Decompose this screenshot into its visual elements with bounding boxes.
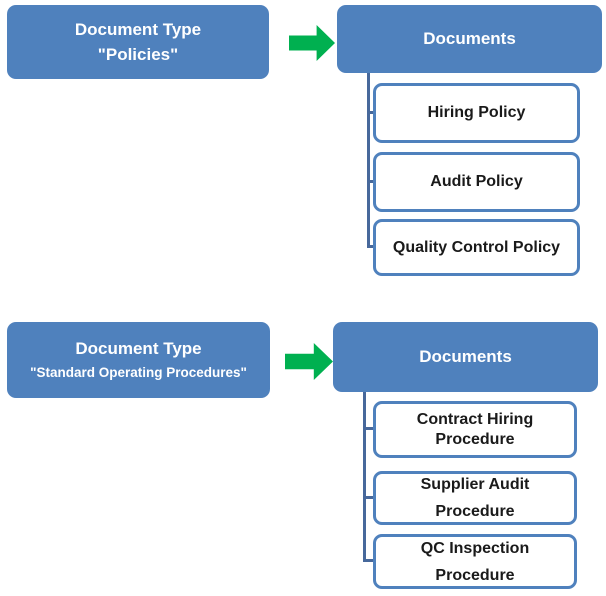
document-node-label: Audit Policy xyxy=(430,173,523,190)
document-node-label: Supplier Audit Procedure xyxy=(420,476,530,520)
document-node-audit-policy: Audit Policy xyxy=(373,152,580,212)
document-node-contract-hiring-procedure: Contract Hiring Procedure xyxy=(373,401,577,458)
connector-line xyxy=(367,73,370,248)
connector-stub xyxy=(367,245,376,248)
document-type-sop-box: Document Type "Standard Operating Proced… xyxy=(7,322,270,398)
connector-stub xyxy=(367,180,376,183)
documents-header-label: Documents xyxy=(423,29,516,48)
documents-header-label: Documents xyxy=(419,347,512,366)
document-node-label: Quality Control Policy xyxy=(392,238,561,256)
connector-stub xyxy=(363,427,374,430)
documents-header-box: Documents xyxy=(333,322,598,392)
document-type-title: Document Type xyxy=(74,19,202,39)
document-type-subtitle: "Policies" xyxy=(97,45,179,65)
connector-stub xyxy=(363,559,374,562)
document-node-qc-inspection-procedure: QC Inspection Procedure xyxy=(373,534,577,589)
document-node-hiring-policy: Hiring Policy xyxy=(373,83,580,143)
connector-stub xyxy=(367,111,376,114)
document-node-label: Hiring Policy xyxy=(427,104,526,121)
document-node-label: Contract Hiring Procedure xyxy=(416,410,534,448)
right-arrow-icon xyxy=(289,25,335,61)
right-arrow-icon xyxy=(285,343,333,380)
documents-header-box: Documents xyxy=(337,5,602,73)
document-type-title: Document Type xyxy=(75,339,202,359)
document-node-quality-control-policy: Quality Control Policy xyxy=(373,219,580,276)
connector-line xyxy=(363,392,366,562)
document-node-label: QC Inspection Procedure xyxy=(420,539,530,584)
document-node-supplier-audit-procedure: Supplier Audit Procedure xyxy=(373,471,577,525)
document-type-policies-box: Document Type "Policies" xyxy=(7,5,269,79)
document-type-subtitle: "Standard Operating Procedures" xyxy=(30,365,247,381)
connector-stub xyxy=(363,496,374,499)
